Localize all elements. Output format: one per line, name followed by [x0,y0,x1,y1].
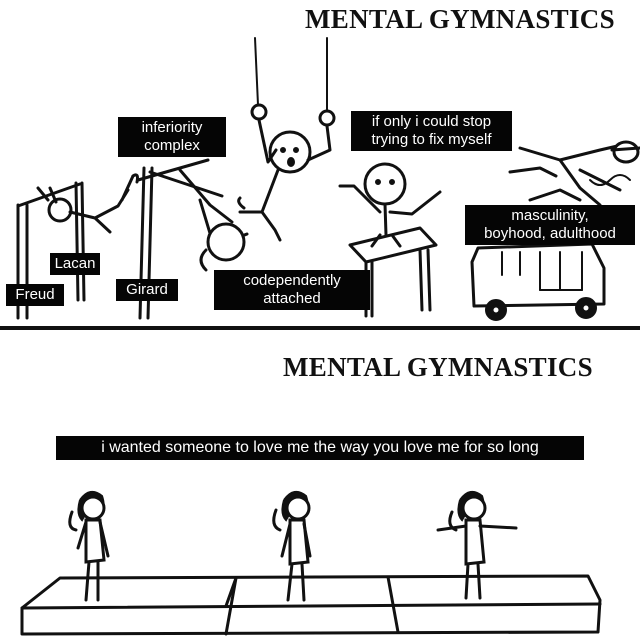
van [470,242,606,321]
stick-figure-gymnast [237,118,332,242]
stick-figure-gymnast [36,173,139,234]
stick-figure-gymnast [338,162,442,248]
stick-figure-gymnast-2 [272,490,312,602]
label-inferiority-complex: inferiority complex [118,117,226,157]
label-codependently-attached: codependently attached [214,270,370,310]
rings-apparatus [250,37,336,127]
label-girard: Girard [116,279,178,301]
bottom-panel-title: MENTAL GYMNASTICS [283,352,593,382]
label-masculinity: masculinity, boyhood, adulthood [465,205,635,245]
stick-figure-gymnast-3 [436,490,518,600]
balance-mat [20,574,602,636]
top-panel-title: MENTAL GYMNASTICS [305,4,615,34]
label-freud: Freud [6,284,64,306]
stick-figure-gymnast [178,168,249,272]
label-fix-myself: if only i could stop trying to fix mysel… [351,111,512,151]
stick-figure-gymnast [508,140,640,207]
bottom-caption: i wanted someone to love me the way you … [56,436,584,460]
label-lacan: Lacan [50,253,100,275]
stick-figure-gymnast-1 [68,490,110,602]
